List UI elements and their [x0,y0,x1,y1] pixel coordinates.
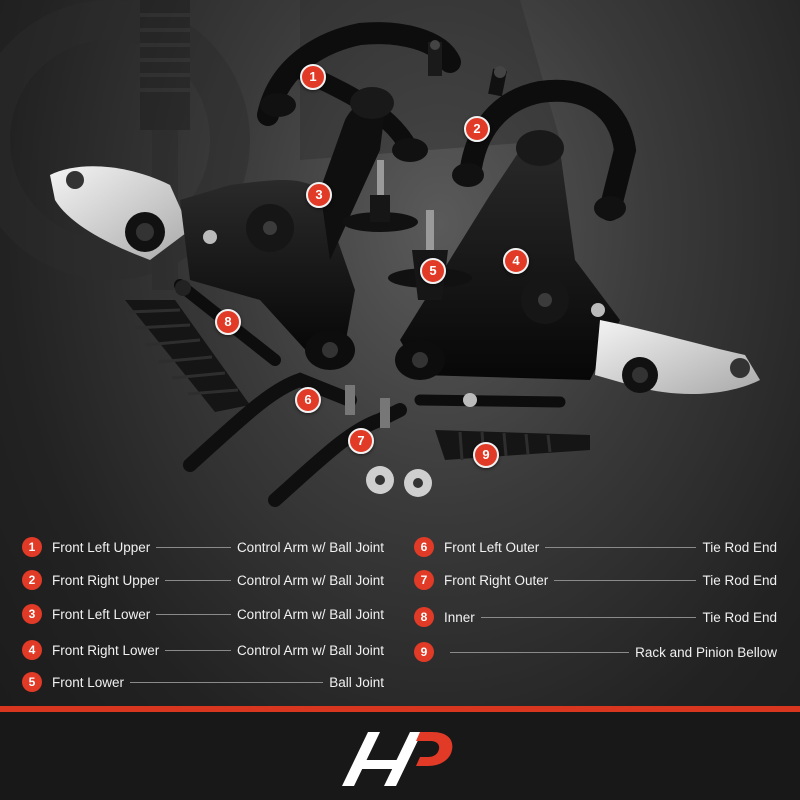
accent-divider [0,706,800,712]
legend-part-name: Front Left Lower [52,606,151,622]
legend-row: 1 Front Left Upper Control Arm w/ Ball J… [22,537,384,557]
legend-row: 3 Front Left Lower Control Arm w/ Ball J… [22,604,384,624]
legend-number: 1 [22,537,42,557]
legend-part-type: Control Arm w/ Ball Joint [236,539,384,555]
part-marker-4: 4 [503,248,529,274]
legend-part-type: Ball Joint [329,674,384,690]
legend-part-type: Tie Rod End [702,539,777,555]
legend-number: 6 [414,537,434,557]
legend-number: 4 [22,640,42,660]
part-6-7-outer-tie-rods [183,372,432,507]
legend-part-name: Front Right Upper [52,572,160,588]
part-3-lower-arm-left [50,87,394,370]
part-marker-6: 6 [295,387,321,413]
legend-leader-line [480,616,697,618]
legend-part-type: Rack and Pinion Bellow [635,644,777,660]
legend-leader-line [165,579,231,581]
brand-logo [342,732,453,786]
legend-part-name: Front Right Outer [444,572,549,588]
legend-part-type: Tie Rod End [702,572,777,588]
legend-row: 7 Front Right Outer Tie Rod End [414,570,777,590]
legend-part-name: Front Lower [52,674,125,690]
part-marker-3: 3 [306,182,332,208]
legend-number: 7 [414,570,434,590]
part-marker-9: 9 [473,442,499,468]
legend-part-name: Front Right Lower [52,642,160,658]
legend-part-name: Inner [444,609,475,625]
legend-leader-line [554,579,697,581]
legend-number: 9 [414,642,434,662]
legend-row: 8 Inner Tie Rod End [414,607,777,627]
legend-leader-line [165,649,231,651]
legend-part-type: Control Arm w/ Ball Joint [236,642,384,658]
legend-row: 2 Front Right Upper Control Arm w/ Ball … [22,570,384,590]
part-marker-8: 8 [215,309,241,335]
legend-leader-line [156,546,231,548]
legend-number: 5 [22,672,42,692]
part-marker-5: 5 [420,258,446,284]
part-marker-7: 7 [348,428,374,454]
legend-leader-line [545,546,697,548]
legend-number: 3 [22,604,42,624]
legend-part-type: Control Arm w/ Ball Joint [236,572,384,588]
legend-part-type: Tie Rod End [702,609,777,625]
legend-leader-line [156,613,231,615]
part-marker-2: 2 [464,116,490,142]
legend-row: 5 Front Lower Ball Joint [22,672,384,692]
legend-number: 8 [414,607,434,627]
legend-leader-line [130,681,324,683]
parts-photo [50,22,760,507]
legend-row: 6 Front Left Outer Tie Rod End [414,537,777,557]
legend-row: 4 Front Right Lower Control Arm w/ Ball … [22,640,384,660]
legend-part-name: Front Left Outer [444,539,540,555]
legend-part-type: Control Arm w/ Ball Joint [236,606,384,622]
part-4-lower-arm-right [395,130,760,395]
parts-legend: 1 Front Left Upper Control Arm w/ Ball J… [0,530,800,700]
legend-row: 9 Rack and Pinion Bellow [414,642,777,662]
legend-part-name: Front Left Upper [52,539,151,555]
legend-number: 2 [22,570,42,590]
legend-leader-line [450,651,630,653]
part-marker-1: 1 [300,64,326,90]
